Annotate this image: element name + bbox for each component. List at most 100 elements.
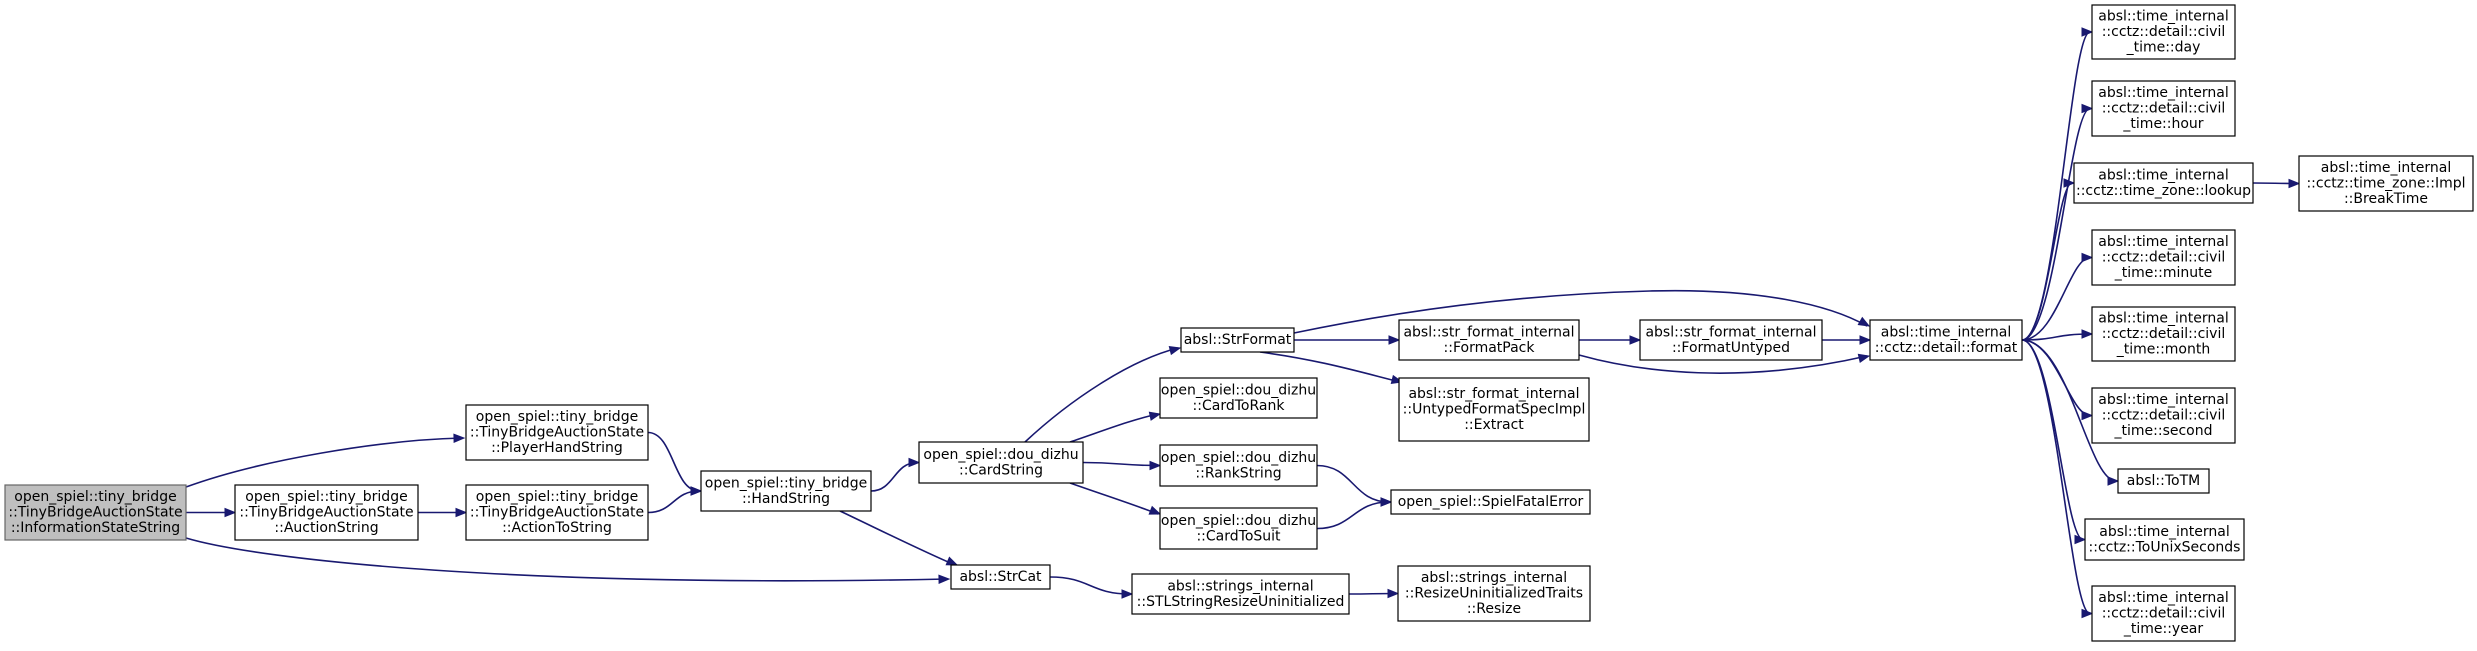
edge-detail-format-to-civil-year <box>2021 339 2091 615</box>
node-box <box>2091 4 2236 60</box>
node-label-line: open_spiel::tiny_bridge <box>476 489 638 505</box>
node-card-to-rank[interactable]: open_spiel::dou_dizhu::CardToRank <box>1159 377 1318 419</box>
node-box <box>465 484 649 541</box>
node-card-to-suit[interactable]: open_spiel::dou_dizhu::CardToSuit <box>1159 507 1318 550</box>
node-detail-format[interactable]: absl::time_internal::cctz::detail::forma… <box>1869 319 2023 361</box>
node-box <box>2091 306 2236 362</box>
node-label-line: ::TinyBridgeAuctionState <box>470 425 644 441</box>
node-label-line: absl::str_format_internal <box>1645 324 1816 340</box>
node-label-line: open_spiel::SpielFatalError <box>1398 494 1584 510</box>
node-stl-resize[interactable]: absl::strings_internal::STLStringResizeU… <box>1131 573 1350 615</box>
node-label-line: ::InformationStateString <box>11 520 180 536</box>
node-label-line: _time::hour <box>2122 116 2203 132</box>
arrowhead <box>455 507 468 518</box>
node-civil-hour[interactable]: absl::time_internal::cctz::detail::civil… <box>2091 80 2236 137</box>
nodes-layer: open_spiel::tiny_bridge::TinyBridgeAucti… <box>4 4 2474 642</box>
node-box <box>1159 444 1318 487</box>
node-spiel-fatal-error[interactable]: open_spiel::SpielFatalError <box>1390 489 1591 515</box>
node-label-line: ::cctz::time_zone::Impl <box>2306 176 2465 192</box>
node-to-tm[interactable]: absl::ToTM <box>2117 468 2210 494</box>
node-label-line: absl::str_format_internal <box>1403 324 1574 340</box>
arrowhead <box>1168 345 1182 356</box>
arrowhead <box>2074 534 2087 545</box>
node-box <box>2091 387 2236 444</box>
node-label-line: absl::str_format_internal <box>1408 386 1579 402</box>
node-label-line: _time::day <box>2126 40 2201 56</box>
node-label-line: ::cctz::detail::civil <box>2102 326 2226 342</box>
arrowhead <box>1859 335 1872 345</box>
node-box <box>2084 518 2245 561</box>
edge-root-to-str-cat <box>185 537 948 582</box>
node-box <box>1180 327 1295 353</box>
node-untyped-extract[interactable]: absl::str_format_internal::UntypedFormat… <box>1398 377 1590 442</box>
edge-rank-string-to-spiel-fatal-error <box>1316 464 1390 503</box>
node-box <box>950 564 1051 590</box>
edge-format-pack-to-detail-format <box>1578 354 1868 374</box>
node-auction-string[interactable]: open_spiel::tiny_bridge::TinyBridgeAucti… <box>234 484 419 541</box>
node-format-pack[interactable]: absl::str_format_internal::FormatPack <box>1398 319 1580 361</box>
node-label-line: _time::month <box>2116 342 2211 358</box>
edge-detail-format-to-to-tm <box>2021 339 2117 482</box>
node-label-line: open_spiel::tiny_bridge <box>705 475 867 491</box>
node-box <box>1390 489 1591 515</box>
node-box <box>2073 162 2254 204</box>
node-label-line: open_spiel::dou_dizhu <box>1161 450 1316 466</box>
node-box <box>2091 229 2236 286</box>
edge-str-format-to-detail-format <box>1293 289 1868 334</box>
node-label-line: absl::time_internal <box>2098 234 2228 250</box>
node-root[interactable]: open_spiel::tiny_bridge::TinyBridgeAucti… <box>4 484 187 541</box>
node-civil-day[interactable]: absl::time_internal::cctz::detail::civil… <box>2091 4 2236 60</box>
node-card-string[interactable]: open_spiel::dou_dizhu::CardString <box>918 441 1084 484</box>
edge-card-string-to-card-to-rank <box>1069 413 1159 443</box>
edge-detail-format-to-civil-hour <box>2021 107 2091 341</box>
node-label-line: absl::time_internal <box>2098 167 2228 183</box>
arrowhead <box>908 457 921 468</box>
node-str-cat[interactable]: absl::StrCat <box>950 564 1051 590</box>
arrowhead <box>1149 460 1162 471</box>
node-label-line: ::ActionToString <box>502 520 612 536</box>
node-label-line: absl::time_internal <box>2098 9 2228 25</box>
node-label-line: ::TinyBridgeAuctionState <box>239 505 413 521</box>
node-label-line: ::cctz::ToUnixSeconds <box>2089 539 2241 555</box>
node-box <box>4 484 187 541</box>
arrowhead <box>2288 178 2301 189</box>
node-label-line: absl::time_internal <box>2098 590 2228 606</box>
node-label-line: open_spiel::dou_dizhu <box>1161 382 1316 398</box>
edge-card-string-to-rank-string <box>1082 461 1159 467</box>
node-label-line: ::cctz::time_zone::lookup <box>2076 183 2251 199</box>
arrowhead <box>938 574 951 584</box>
node-action-to-string[interactable]: open_spiel::tiny_bridge::TinyBridgeAucti… <box>465 484 649 541</box>
node-str-format[interactable]: absl::StrFormat <box>1180 327 1295 353</box>
node-player-hand-string[interactable]: open_spiel::tiny_bridge::TinyBridgeAucti… <box>465 404 649 461</box>
node-box <box>2117 468 2210 494</box>
node-hand-string[interactable]: open_spiel::tiny_bridge::HandString <box>700 470 872 512</box>
node-break-time[interactable]: absl::time_internal::cctz::time_zone::Im… <box>2298 155 2474 212</box>
node-label-line: ::CardString <box>959 462 1043 478</box>
node-tz-lookup[interactable]: absl::time_internal::cctz::time_zone::lo… <box>2073 162 2254 204</box>
node-box <box>1159 377 1318 419</box>
node-label-line: ::Resize <box>1467 601 1521 617</box>
node-label-line: ::TinyBridgeAuctionState <box>8 505 182 521</box>
arrowhead <box>2081 103 2094 114</box>
node-label-line: absl::strings_internal <box>1421 570 1567 586</box>
node-rank-string[interactable]: open_spiel::dou_dizhu::RankString <box>1159 444 1318 487</box>
node-label-line: ::CardToRank <box>1193 398 1286 414</box>
node-civil-month[interactable]: absl::time_internal::cctz::detail::civil… <box>2091 306 2236 362</box>
node-label-line: absl::time_internal <box>2098 311 2228 327</box>
node-label-line: ::AuctionString <box>274 520 378 536</box>
node-civil-second[interactable]: absl::time_internal::cctz::detail::civil… <box>2091 387 2236 444</box>
node-to-unix-seconds[interactable]: absl::time_internal::cctz::ToUnixSeconds <box>2084 518 2245 561</box>
edge-hand-string-to-card-string <box>870 461 918 492</box>
node-format-untyped[interactable]: absl::str_format_internal::FormatUntyped <box>1639 319 1823 361</box>
node-box <box>1398 377 1590 442</box>
arrowhead <box>1629 335 1642 345</box>
arrowhead <box>2081 27 2094 37</box>
node-label-line: ::ResizeUninitializedTraits <box>1405 586 1583 602</box>
edge-player-hand-string-to-hand-string <box>647 431 700 492</box>
edge-card-string-to-card-to-suit <box>1069 482 1159 515</box>
node-civil-year[interactable]: absl::time_internal::cctz::detail::civil… <box>2091 585 2236 642</box>
node-resize-traits[interactable]: absl::strings_internal::ResizeUninitiali… <box>1397 565 1591 622</box>
node-label-line: absl::StrCat <box>959 569 1042 585</box>
edge-root-to-player-hand-string <box>185 437 463 488</box>
node-civil-minute[interactable]: absl::time_internal::cctz::detail::civil… <box>2091 229 2236 286</box>
